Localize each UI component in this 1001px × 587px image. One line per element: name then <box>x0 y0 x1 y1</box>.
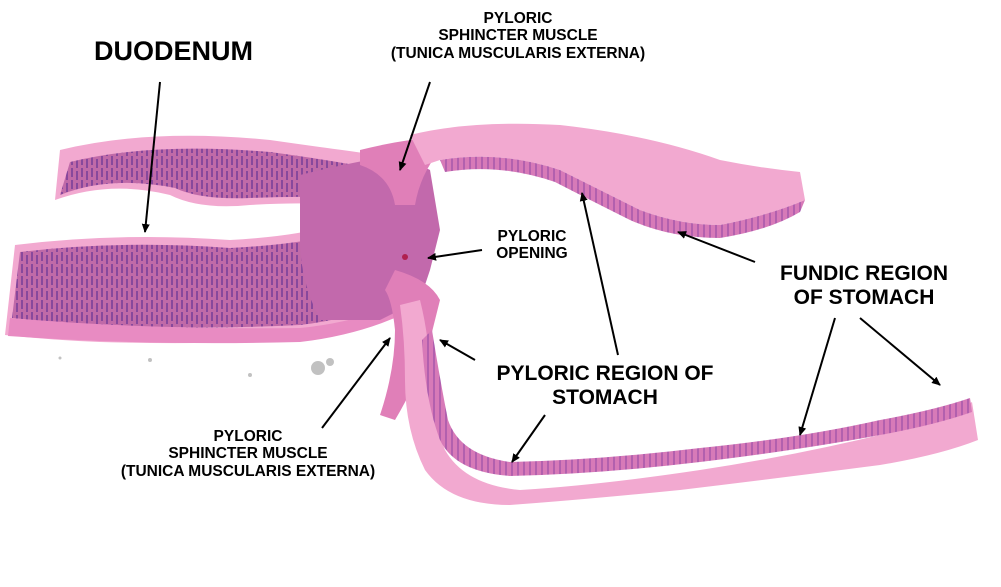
label-duodenum: DUODENUM <box>94 36 253 66</box>
label-sphincter-bottom-line2: SPHINCTER MUSCLE <box>168 445 328 463</box>
arrow-pyloric-region-up <box>579 192 619 356</box>
label-fundic-region-line2: OF STOMACH <box>793 285 935 309</box>
label-sphincter-bottom-line1: PYLORIC <box>213 428 283 445</box>
arrow-fundic-lower-right <box>859 317 941 386</box>
label-pyloric-region: PYLORIC REGION OF STOMACH <box>478 362 732 409</box>
arrow-pyloric-region-left <box>439 339 476 361</box>
arrow-pyloric-region-down <box>511 414 546 463</box>
label-pyloric-region-line2: STOMACH <box>552 385 658 409</box>
label-pyloric-opening: PYLORIC OPENING <box>486 228 578 263</box>
stomach-lower-wall <box>400 300 978 505</box>
label-sphincter-top: PYLORIC SPHINCTER MUSCLE (TUNICA MUSCULA… <box>368 10 668 62</box>
background-specks <box>58 356 334 377</box>
arrow-fundic-upper <box>677 231 756 263</box>
annotation-arrows <box>141 81 941 463</box>
arrow-pyloric-opening <box>427 249 483 261</box>
label-pyloric-opening-line1: PYLORIC <box>497 228 567 245</box>
label-pyloric-opening-line2: OPENING <box>496 245 568 263</box>
label-fundic-region-line1: FUNDIC REGION <box>780 262 948 285</box>
label-sphincter-top-line1: PYLORIC <box>483 10 553 27</box>
arrow-fundic-lower-left <box>798 317 836 436</box>
label-fundic-region: FUNDIC REGION OF STOMACH <box>764 262 964 309</box>
label-sphincter-bottom-line3: (TUNICA MUSCULARIS EXTERNA) <box>120 462 376 480</box>
arrow-sphincter-top <box>398 81 431 171</box>
stomach-upper-wall <box>410 123 805 238</box>
label-pyloric-region-line1: PYLORIC REGION OF <box>496 362 714 385</box>
arrow-duodenum <box>141 81 161 233</box>
arrow-sphincter-bottom <box>321 337 391 429</box>
label-sphincter-top-line3: (TUNICA MUSCULARIS EXTERNA) <box>390 44 646 62</box>
label-sphincter-bottom: PYLORIC SPHINCTER MUSCLE (TUNICA MUSCULA… <box>98 428 398 480</box>
label-sphincter-top-line2: SPHINCTER MUSCLE <box>438 27 598 45</box>
pyloric-opening-dot <box>402 254 408 260</box>
